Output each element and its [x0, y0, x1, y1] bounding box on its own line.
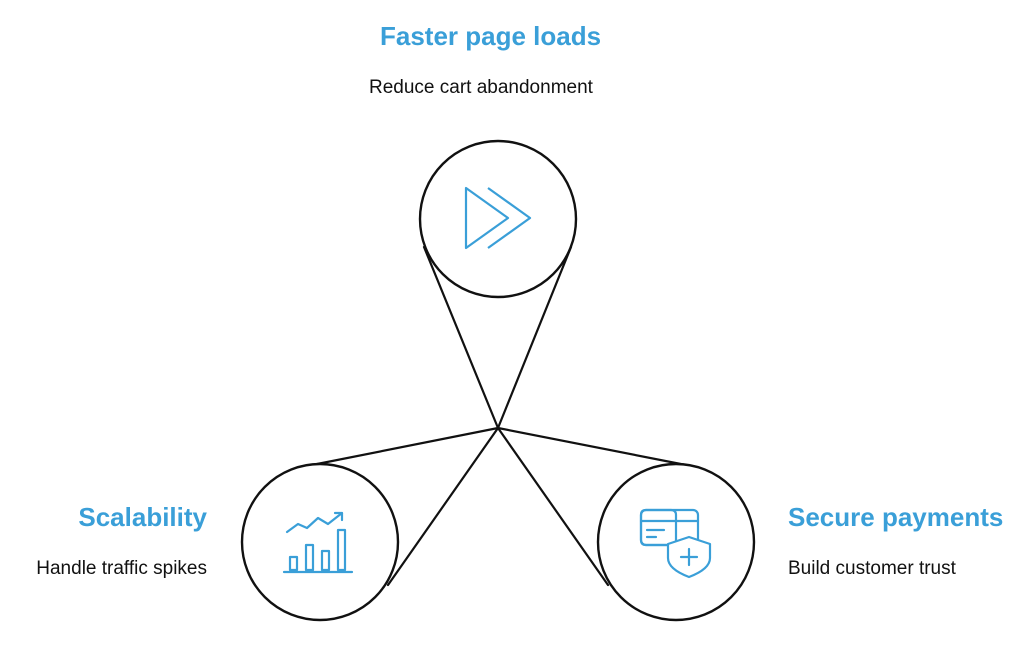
connector-left-top	[310, 426, 500, 467]
node-description-faster-page-loads: Reduce cart abandonment	[369, 77, 593, 98]
connector-lines	[310, 245, 688, 587]
node-title-faster-page-loads: Faster page loads	[380, 21, 602, 51]
node-title-secure-payments: Secure payments	[788, 502, 1004, 532]
connector-left-bottom	[386, 426, 500, 587]
circle-top	[418, 139, 578, 299]
connector-right-bottom	[496, 426, 610, 587]
node-description-secure-payments: Build customer trust	[788, 558, 956, 579]
secure-card-icon	[639, 508, 712, 579]
growth-chart-icon	[282, 511, 354, 574]
node-description-scalability: Handle traffic spikes	[36, 558, 207, 579]
connector-top-left	[422, 245, 500, 430]
connector-top-right	[496, 245, 573, 430]
node-title-scalability: Scalability	[78, 502, 207, 532]
fast-forward-icon	[464, 186, 532, 250]
connector-right-top	[496, 426, 688, 467]
circle-left	[240, 462, 400, 622]
